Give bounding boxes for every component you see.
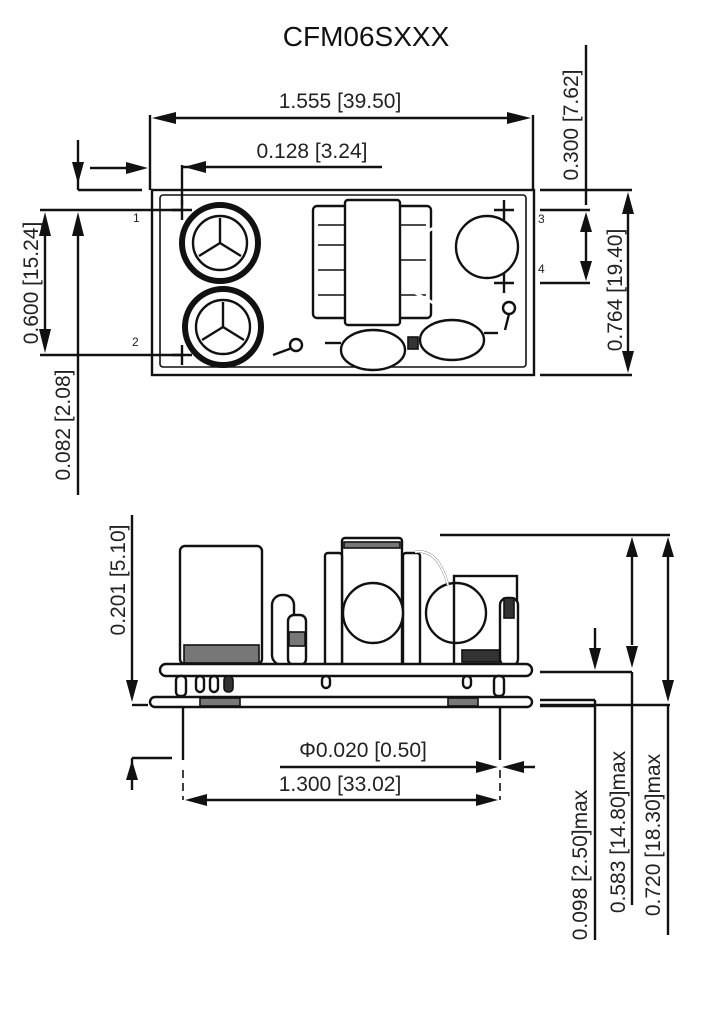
pin-marker-3	[494, 200, 514, 220]
dim-body-height: 0.583 [14.80]max	[607, 750, 630, 913]
drawing-title: CFM06SXXX	[283, 21, 450, 52]
pin-marker-2	[172, 345, 192, 365]
dim-pin3-from-top: 0.300 [7.62]	[560, 70, 583, 181]
dim-pin2-to-edge: 0.082 [2.08]	[52, 370, 75, 481]
dim-pin1-pin2-spacing: 0.600 [15.24]	[20, 222, 43, 345]
side-pcb	[158, 662, 534, 678]
dim-overall-length: 1.555 [39.50]	[279, 90, 402, 113]
pin-label-3: 3	[538, 212, 545, 226]
top-view: 1.555 [39.50] 0.128 [3.24] 0.600 [15.24]…	[20, 45, 634, 495]
inductor-bottom	[182, 286, 264, 368]
dim-pin1-offset: 0.128 [3.24]	[257, 140, 368, 163]
transformer	[311, 198, 433, 327]
dim-pin-diameter: Φ0.020 [0.50]	[299, 739, 427, 762]
dim-overall-height: 0.720 [18.30]max	[642, 753, 665, 916]
dim-overall-width: 0.764 [19.40]	[604, 229, 627, 352]
component-oval-2	[418, 318, 486, 362]
pin-label-4: 4	[538, 262, 545, 276]
pin-label-1: 1	[133, 211, 140, 225]
dim-pin-length: 0.098 [2.50]max	[569, 789, 592, 940]
pin-marker-4	[494, 273, 514, 293]
dim-pin-spacing: 1.300 [33.02]	[279, 773, 402, 796]
component-oval-1	[339, 328, 407, 372]
dim-component-height: 0.201 [5.10]	[107, 525, 130, 636]
inductor-top	[179, 202, 261, 284]
output-capacitor	[454, 214, 520, 280]
pin-label-2: 2	[132, 335, 139, 349]
side-view: 0.201 [5.10]	[107, 515, 674, 940]
pin-marker-1	[172, 200, 192, 220]
